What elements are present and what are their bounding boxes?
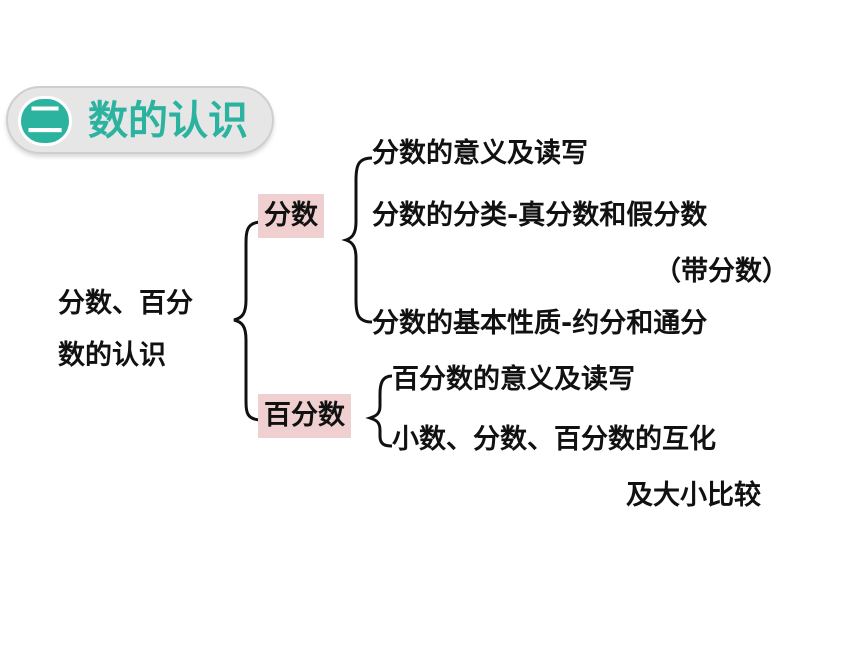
- fraction-item: （带分数）: [654, 256, 789, 287]
- percent-item: 小数、分数、百分数的互化: [392, 424, 716, 455]
- root-brace: [233, 220, 263, 422]
- fraction-item: 分数的分类-真分数和假分数: [372, 200, 708, 231]
- branch-percent-label: 百分数: [258, 394, 351, 438]
- fraction-brace: [341, 156, 373, 324]
- root-line-2: 数的认识: [58, 340, 166, 371]
- section-title: 数的认识: [88, 98, 248, 144]
- percent-item: 及大小比较: [626, 480, 761, 511]
- section-number: 二: [18, 96, 72, 146]
- root-line-1: 分数、百分: [58, 288, 193, 319]
- percent-item: 百分数的意义及读写: [392, 364, 635, 395]
- fraction-item: 分数的基本性质-约分和通分: [372, 308, 708, 339]
- fraction-item: 分数的意义及读写: [372, 138, 588, 169]
- percent-brace: [365, 374, 393, 448]
- section-title-badge: 二 数的认识: [6, 86, 274, 154]
- branch-fraction-label: 分数: [258, 194, 324, 238]
